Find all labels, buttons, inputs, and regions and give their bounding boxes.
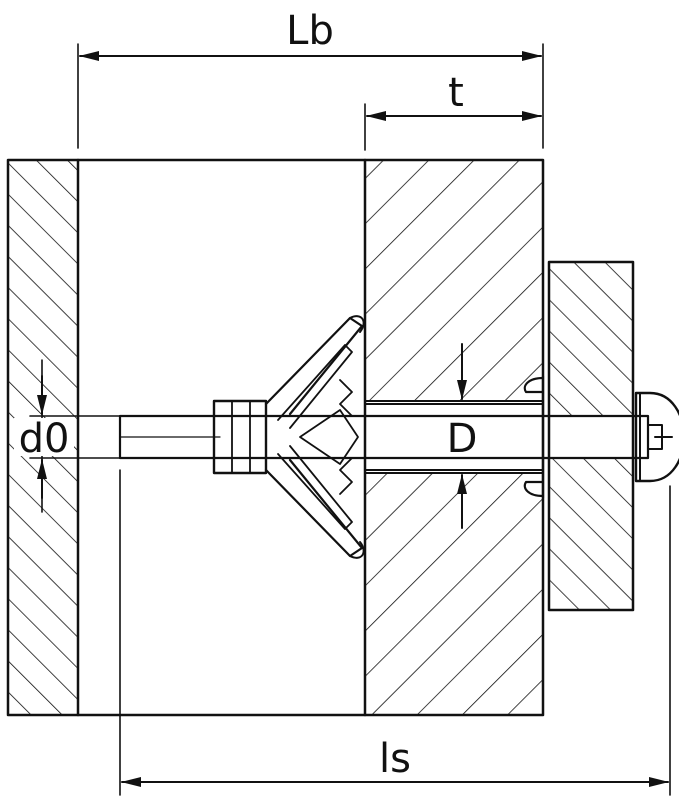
- label-D: D: [447, 416, 478, 462]
- cavity-outline: [76, 158, 367, 717]
- fixture-plate: [547, 260, 635, 612]
- front-board: [363, 158, 545, 717]
- d0-label-backdrop: [14, 418, 74, 456]
- dimension-t: [364, 103, 542, 151]
- screw: [118, 391, 679, 483]
- label-ls: ls: [379, 736, 411, 782]
- label-d0: d0: [19, 416, 70, 462]
- anchor-wings: [212, 315, 365, 559]
- dimension-Lb: [77, 43, 544, 149]
- dimension-ls: [119, 469, 671, 796]
- label-t: t: [448, 70, 464, 116]
- label-Lb: Lb: [286, 8, 334, 54]
- anchor-sleeve: [364, 374, 545, 500]
